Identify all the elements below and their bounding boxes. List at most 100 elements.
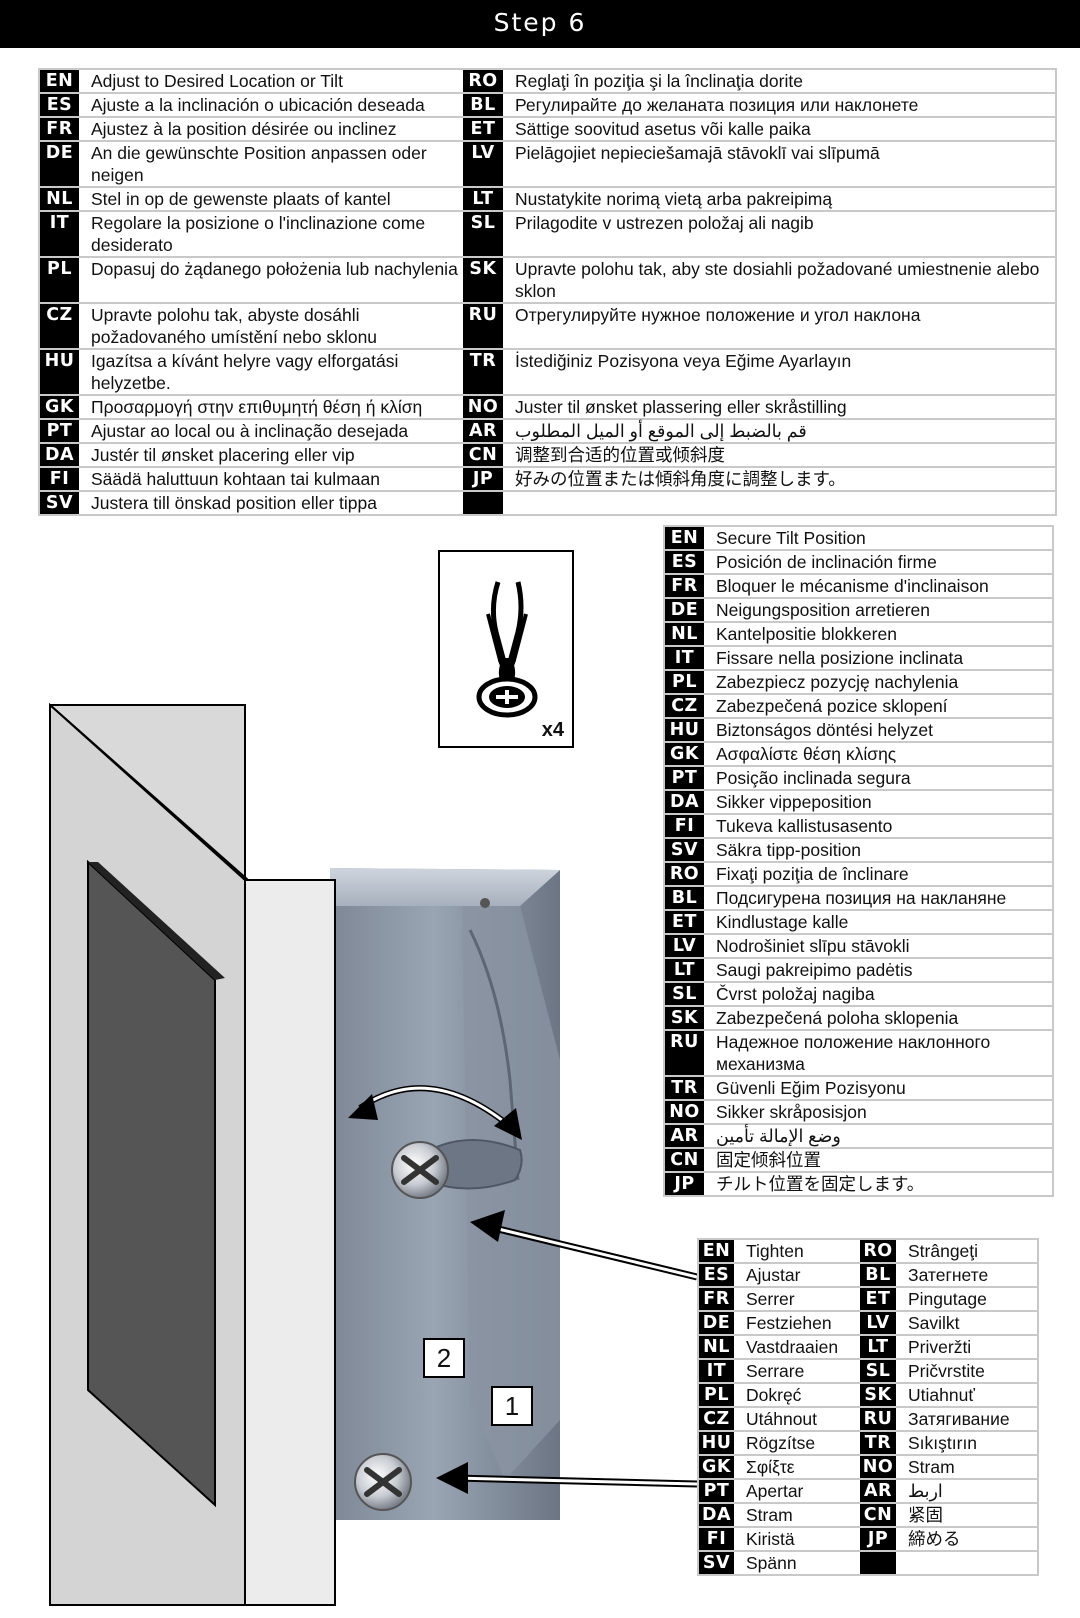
instruction-text: Kindlustage kalle	[716, 912, 849, 932]
language-code: SV	[698, 1551, 734, 1575]
language-code: PL	[39, 257, 79, 303]
instruction-text: Upravte polohu tak, abyste dosáhli požad…	[91, 305, 378, 347]
instruction-text: Justér til ønsket placering eller vip	[91, 445, 355, 465]
instruction-text: Savilkt	[908, 1313, 960, 1333]
instruction-text: Reglaţi în poziţia şi la înclinaţia dori…	[515, 71, 803, 91]
callout-2: 2	[423, 1338, 465, 1378]
language-code: CN	[860, 1503, 896, 1527]
instruction-text: Serrer	[746, 1289, 795, 1309]
instruction-text: Tighten	[746, 1241, 804, 1261]
instruction-text: Rögzítse	[746, 1433, 816, 1453]
language-code: CZ	[39, 303, 79, 349]
instruction-text: Sikker vippeposition	[716, 792, 872, 812]
instruction-text: Затегнете	[908, 1265, 989, 1285]
language-code: DA	[698, 1503, 734, 1527]
instruction-text: Stram	[908, 1457, 955, 1477]
language-code: HU	[39, 349, 79, 395]
language-code: DA	[39, 443, 79, 467]
screwdriver-icon-box: x4	[438, 550, 574, 748]
instruction-text: Προσαρμογή στην επιθυμητή θέση ή κλίση	[91, 397, 423, 417]
language-code: IT	[664, 646, 704, 670]
instruction-text: Zabezpečená pozice sklopení	[716, 696, 948, 716]
language-code: ET	[664, 910, 704, 934]
language-code: ES	[698, 1263, 734, 1287]
instruction-text: Надежное положение наклонного механизма	[716, 1032, 991, 1074]
language-code: PT	[698, 1479, 734, 1503]
instruction-text: Отрегулируйте нужное положение и угол на…	[515, 305, 921, 325]
language-code: FR	[698, 1287, 734, 1311]
instruction-text: قم بالضبط إلى الموقع أو الميل المطلوب	[515, 421, 807, 441]
language-code: IT	[39, 211, 79, 257]
callout-arrow-1	[470, 1210, 698, 1281]
language-code: SV	[664, 838, 704, 862]
instruction-text: Posición de inclinación firme	[716, 552, 937, 572]
instruction-text: チルト位置を固定します。	[716, 1174, 925, 1194]
quantity-label: x4	[541, 719, 564, 741]
instruction-text: Prilagodite v ustrezen položaj ali nagib	[515, 213, 814, 233]
language-code: LT	[664, 958, 704, 982]
language-code: PL	[664, 670, 704, 694]
instruction-text: Kiristä	[746, 1529, 795, 1549]
language-code: SK	[860, 1383, 896, 1407]
language-row: ET Kindlustage kalle	[664, 910, 1053, 934]
language-code: GK	[39, 395, 79, 419]
language-code: NL	[39, 187, 79, 211]
language-code: PT	[664, 766, 704, 790]
instruction-text: Secure Tilt Position	[716, 528, 866, 548]
language-code: CZ	[698, 1407, 734, 1431]
language-code: EN	[698, 1239, 734, 1263]
instruction-text: Затягивание	[908, 1409, 1010, 1429]
language-code: EN	[39, 69, 79, 93]
language-code: DE	[39, 141, 79, 187]
language-code: TR	[664, 1076, 704, 1100]
language-code: LT	[463, 187, 503, 211]
language-code: SV	[39, 491, 79, 515]
instruction-text: Juster til ønsket plassering eller skrås…	[515, 397, 847, 417]
tilt-arrow	[348, 1085, 522, 1140]
language-code: SK	[664, 1006, 704, 1030]
instruction-text: 调整到合适的位置或倾斜度	[515, 445, 725, 465]
instruction-text: Nodrošiniet slīpu stāvokli	[716, 936, 910, 956]
language-code: FI	[39, 467, 79, 491]
tilt-bracket	[330, 868, 560, 1520]
screwdriver-icon	[476, 581, 538, 718]
language-code: FR	[39, 117, 79, 141]
language-code: FR	[664, 574, 704, 598]
instruction-text: Подсигурена позиция на накланяне	[716, 888, 1007, 908]
language-code: FI	[664, 814, 704, 838]
instruction-text: Strângeţi	[908, 1241, 979, 1261]
instruction-text: 締める	[908, 1529, 961, 1549]
instruction-text: Ajustar	[746, 1265, 801, 1285]
